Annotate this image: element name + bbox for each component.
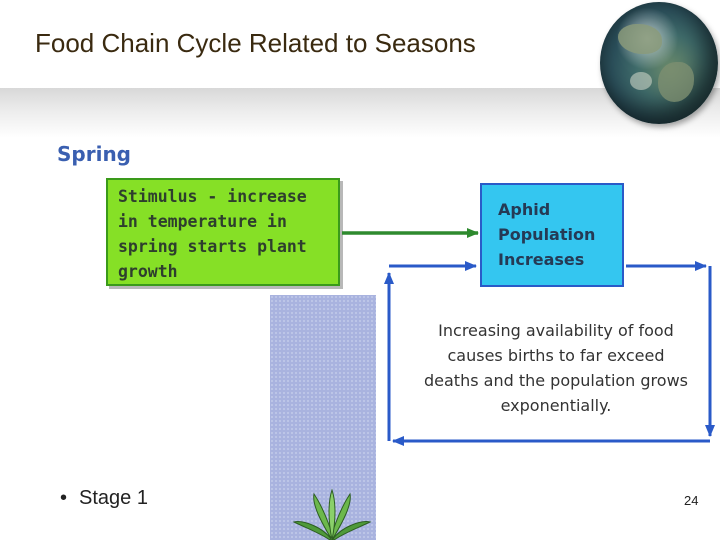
stimulus-box: Stimulus - increase in temperature in sp…: [106, 178, 340, 286]
bullet-dot-icon: •: [60, 487, 68, 509]
stimulus-line: growth: [118, 262, 178, 281]
stimulus-line: spring starts plant: [118, 237, 307, 256]
aphid-line: Aphid: [498, 200, 551, 219]
cycle-line: causes births to far exceed: [447, 346, 665, 365]
header-band: [0, 88, 720, 138]
season-label: Spring: [57, 142, 131, 166]
plant-icon: [292, 488, 372, 540]
aphid-line: Increases: [498, 250, 585, 269]
slide-title: Food Chain Cycle Related to Seasons: [35, 28, 476, 58]
decorative-strip: [270, 295, 376, 540]
globe-icon: [600, 2, 718, 124]
page-number: 24: [684, 493, 699, 508]
cycle-description: Increasing availability of food causes b…: [403, 318, 709, 418]
cycle-line: Increasing availability of food: [438, 321, 674, 340]
bullet-text: Stage 1: [79, 487, 148, 509]
bullet-item: • Stage 1: [60, 487, 148, 510]
stimulus-line: Stimulus - increase: [118, 187, 307, 206]
aphid-population-box: Aphid Population Increases: [480, 183, 624, 287]
aphid-line: Population: [498, 225, 596, 244]
cycle-line: exponentially.: [500, 396, 612, 415]
cycle-line: deaths and the population grows: [424, 371, 688, 390]
stimulus-line: in temperature in: [118, 212, 287, 231]
